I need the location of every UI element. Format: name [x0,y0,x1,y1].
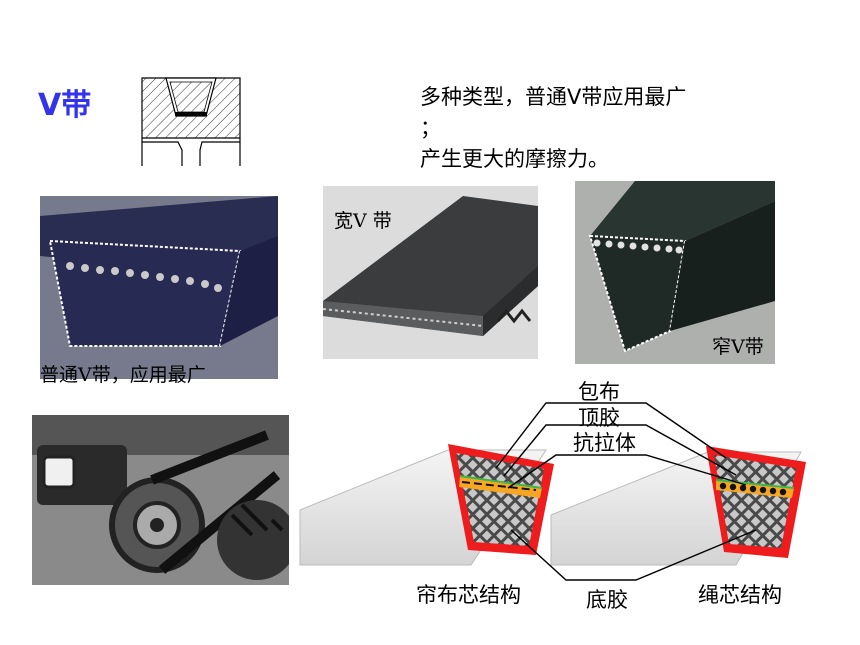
wide-v-belt-caption: 宽V 带 [334,210,392,232]
label-wrap-cloth: 包布 [578,380,620,404]
description: 多种类型，普通V带应用最广 ； 产生更大的摩擦力。 [420,82,686,175]
description-line: 产生更大的摩擦力。 [420,147,609,171]
narrow-v-belt-caption: 窄V带 [712,336,764,358]
narrow-v-belt-photo [575,181,775,364]
label-top-rubber: 顶胶 [578,406,620,430]
description-line: 多种类型，普通V带应用最广 [420,85,687,109]
groove-section-drawing [141,77,241,166]
label-cord-fabric-structure: 帘布芯结构 [416,583,521,607]
wide-v-belt-photo [323,186,538,359]
label-bottom-rubber: 底胶 [586,588,628,612]
standard-v-belt-photo [40,196,278,379]
machine-belt-drive-photo [32,415,289,585]
label-cord-core-structure: 绳芯结构 [698,583,782,607]
slide-title: V带 [38,88,92,123]
description-line: ； [420,116,441,140]
label-tension-member: 抗拉体 [573,431,636,455]
belt-structure-diagram [299,402,806,581]
standard-v-belt-caption: 普通V带，应用最广 [40,364,206,386]
